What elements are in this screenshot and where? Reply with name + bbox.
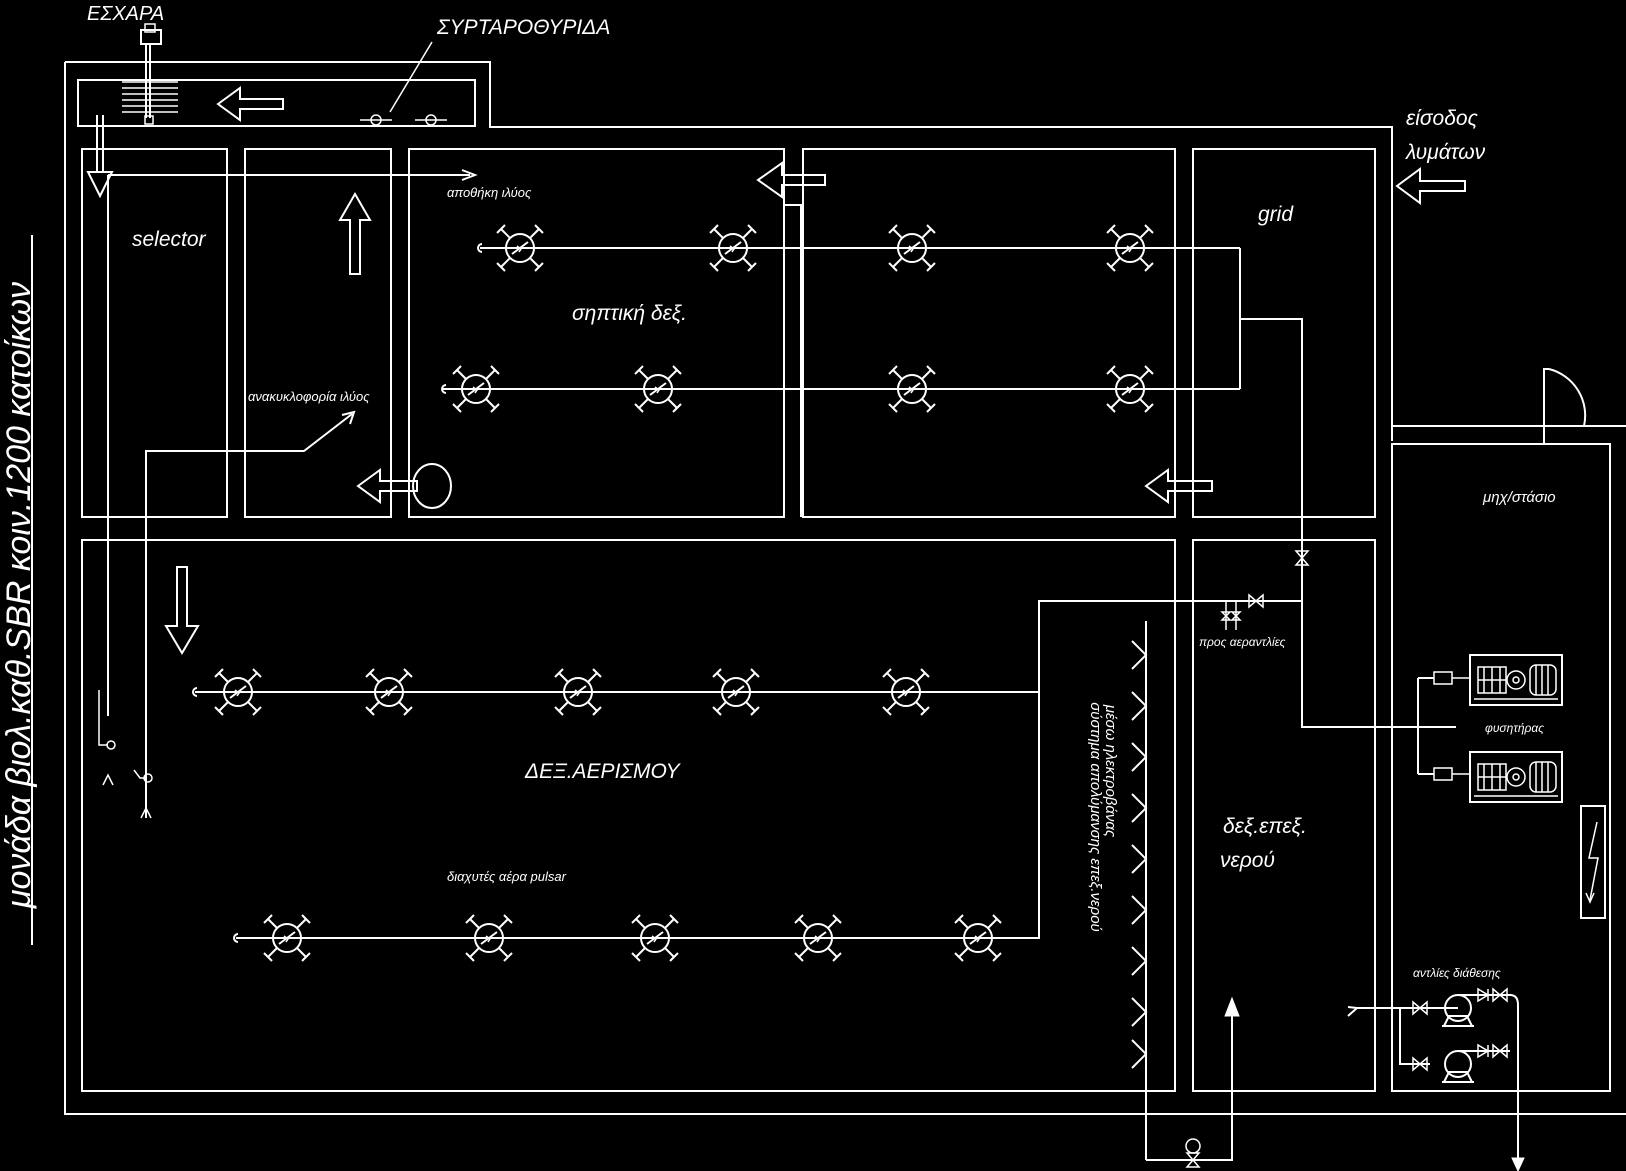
solenoid-valve bbox=[1185, 1138, 1201, 1168]
airlift-pump-2 bbox=[133, 769, 153, 819]
aeration-tank-label: ΔΕΞ.ΑΕΡΙΣΜΟΥ bbox=[524, 760, 682, 783]
septic-tank-right bbox=[802, 148, 1176, 518]
machine-room-door bbox=[1543, 368, 1549, 426]
inlet-label-line2: λυμάτων bbox=[1405, 141, 1486, 164]
disinfection-label-line1: σύστημα απολύμανσης επεξ.νερού bbox=[1087, 702, 1104, 932]
aeration-tank bbox=[81, 539, 1176, 1092]
treated-water-label-line2: νερού bbox=[1220, 849, 1275, 872]
flow-arrow-aeration bbox=[164, 566, 200, 655]
aeration-air-line-2 bbox=[236, 692, 1040, 939]
flow-arrow-screen bbox=[216, 86, 284, 122]
flow-arrow-septic-top bbox=[756, 161, 826, 199]
inlet-arrow bbox=[1395, 167, 1466, 205]
flow-arrow-discharge bbox=[1511, 1157, 1525, 1171]
treated-water-tank bbox=[1192, 539, 1376, 1092]
septic-air-main bbox=[1240, 318, 1456, 728]
flow-arrow-treated bbox=[1224, 996, 1240, 1017]
selector-tank bbox=[81, 148, 228, 518]
outer-wall-lower bbox=[64, 62, 1626, 1115]
screen-channel bbox=[77, 79, 476, 127]
disinfection-nozzles bbox=[1131, 640, 1148, 1069]
flow-arrow-up bbox=[338, 191, 372, 275]
bar-screen bbox=[122, 23, 178, 125]
machine-room-label: μηχ/στάσιο bbox=[1482, 489, 1556, 506]
sluice-gate-icon bbox=[360, 114, 447, 126]
aeration-air-line-1 bbox=[195, 600, 1302, 693]
disposal-pump-1 bbox=[1441, 994, 1475, 1027]
outer-wall bbox=[65, 61, 1626, 427]
machine-room bbox=[1391, 443, 1611, 1092]
blower-1 bbox=[1469, 654, 1563, 706]
septic-tank-left bbox=[408, 148, 785, 518]
sludge-recirculation-label: ανακυκλοφορία ιλύος bbox=[248, 389, 370, 404]
inlet-label-line1: είσοδος bbox=[1406, 107, 1479, 130]
to-air-pumps-label: προς αεραντλίες bbox=[1199, 635, 1286, 649]
flow-arrow-recirculation bbox=[356, 468, 418, 504]
blower-label: φυσητήρας bbox=[1485, 721, 1544, 735]
recirculation-pipe bbox=[145, 413, 353, 818]
treated-water-label-line1: δεξ.επεξ. bbox=[1223, 815, 1307, 838]
lightning-icon bbox=[1588, 821, 1599, 901]
sluice-gate-label: ΣΥΡΤΑΡΟΘΥΡΙΔΑ bbox=[436, 16, 610, 39]
electrical-panel bbox=[1580, 805, 1606, 919]
disinfection-label-line2: μέσω ηλεκτροβάνας bbox=[1102, 704, 1119, 838]
disposal-pump-2 bbox=[1441, 1050, 1475, 1083]
selector-label: selector bbox=[132, 228, 207, 251]
disposal-pumps-label: αντλίες διάθεσης bbox=[1413, 966, 1501, 980]
recirculation-tank bbox=[244, 148, 392, 518]
grid-label: grid bbox=[1258, 203, 1294, 226]
sludge-storage-label: αποθήκη ιλύος bbox=[447, 185, 532, 200]
grid-chamber bbox=[1192, 148, 1376, 518]
blower-2 bbox=[1469, 751, 1563, 803]
screen-label: ΕΣΧΑΡΑ bbox=[87, 3, 164, 25]
septic-tank-label: σηπτική δεξ. bbox=[572, 302, 687, 325]
airlift-pump-1 bbox=[98, 690, 116, 786]
air-pump-takeoffs bbox=[1220, 601, 1242, 630]
recirculation-pump bbox=[412, 463, 452, 509]
discharge-pipe bbox=[1509, 994, 1519, 1163]
diffusers-label: διαχυτές αέρα pulsar bbox=[447, 869, 567, 884]
flow-arrow-selector bbox=[86, 171, 114, 199]
sluice-gate-leader bbox=[389, 41, 433, 113]
flow-arrow-septic-bottom bbox=[1144, 468, 1213, 504]
